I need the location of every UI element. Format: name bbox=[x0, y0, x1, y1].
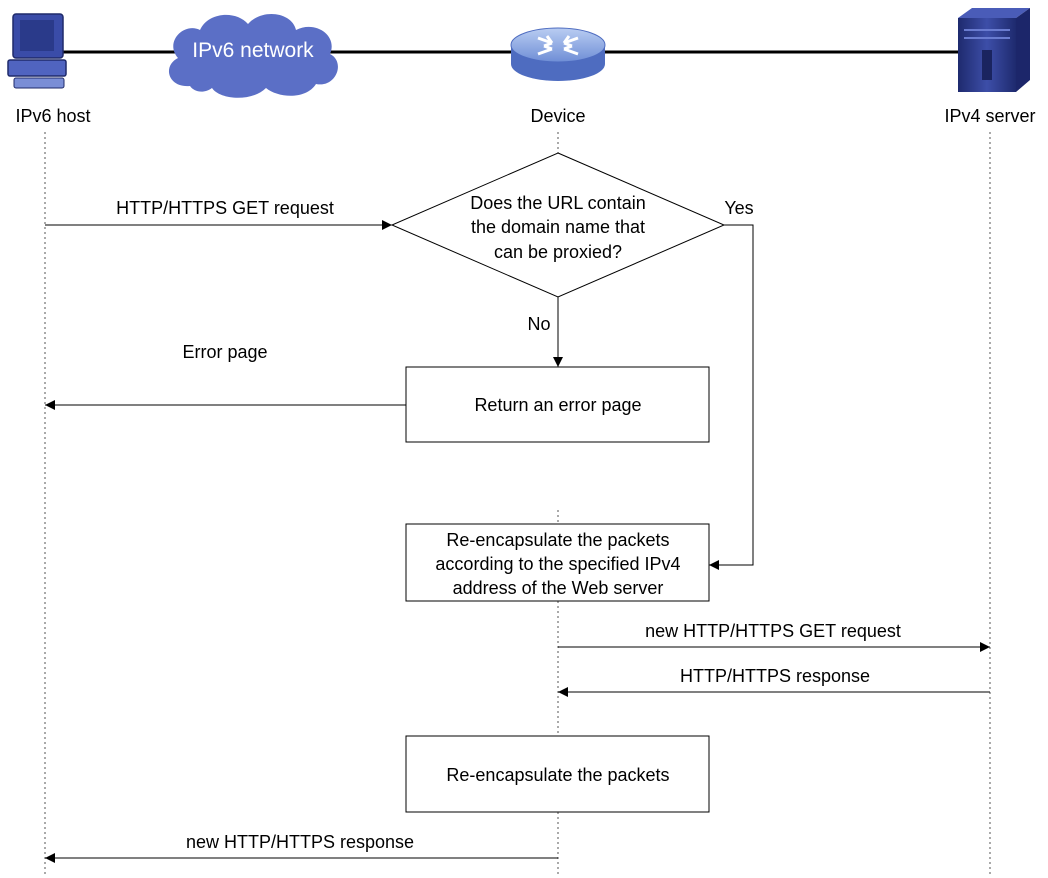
network-label: IPv6 network bbox=[192, 39, 314, 62]
router-icon bbox=[510, 27, 606, 81]
error-page-box bbox=[405, 366, 710, 443]
get-request-label: HTTP/HTTPS GET request bbox=[116, 198, 334, 218]
reencap1-line2: according to the specified IPv4 bbox=[435, 554, 680, 574]
reencapsulate-box bbox=[405, 735, 710, 813]
new-response-label: new HTTP/HTTPS response bbox=[186, 832, 414, 852]
yes-branch-arrow bbox=[709, 224, 754, 570]
new-get-request-label: new HTTP/HTTPS GET request bbox=[645, 621, 901, 641]
cloud-icon: IPv6 network bbox=[168, 13, 338, 98]
reencap1-line1: Re-encapsulate the packets bbox=[446, 530, 669, 550]
decision-line2: the domain name that bbox=[471, 217, 645, 237]
server-icon bbox=[958, 8, 1030, 92]
error-box-label: Return an error page bbox=[474, 395, 641, 415]
error-page-label: Error page bbox=[182, 342, 267, 362]
pc-icon bbox=[7, 13, 67, 89]
decision-line3: can be proxied? bbox=[494, 242, 622, 262]
reencap1-line3: address of the Web server bbox=[453, 578, 664, 598]
yes-label: Yes bbox=[724, 198, 753, 218]
host-label: IPv6 host bbox=[15, 106, 90, 126]
server-label: IPv4 server bbox=[944, 106, 1035, 126]
reencap2-label: Re-encapsulate the packets bbox=[446, 765, 669, 785]
reencapsulate-ipv4-box bbox=[405, 523, 710, 602]
no-label: No bbox=[527, 314, 550, 334]
device-label: Device bbox=[530, 106, 585, 126]
decision-line1: Does the URL contain bbox=[470, 193, 645, 213]
response-label: HTTP/HTTPS response bbox=[680, 666, 870, 686]
